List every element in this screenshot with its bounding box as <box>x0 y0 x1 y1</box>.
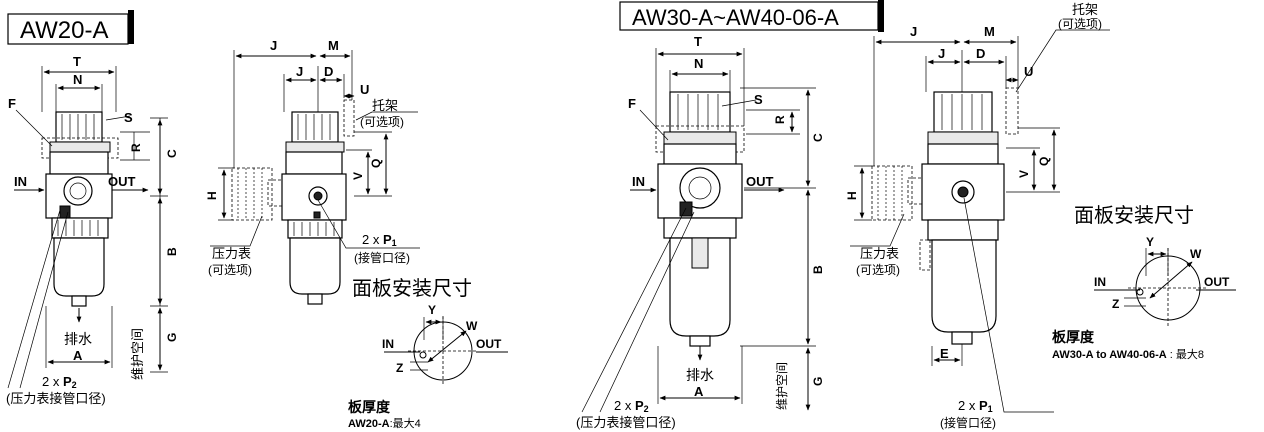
side-view-aw30: J M J D U H V Q E 托架 (可选项) 压力表 (可选项) 2 x… <box>845 2 1110 430</box>
dim-R: R <box>129 143 143 152</box>
maintenance-label: 维护空间 <box>130 328 145 380</box>
dim-N-r: N <box>694 56 703 71</box>
drain-label-r: 排水 <box>686 367 714 383</box>
dim-S-r: S <box>754 92 763 107</box>
out-label-r: OUT <box>746 174 774 189</box>
gauge-label-r: 压力表 <box>860 246 899 261</box>
bracket-label-r: 托架 <box>1072 2 1098 17</box>
dim-J-r: J <box>910 24 917 39</box>
dim-A: A <box>73 348 83 363</box>
panel-mount-aw30: 面板安装尺寸 Y W Z IN OUT <box>1074 204 1236 328</box>
plate-title-aw20: 板厚度 <box>348 399 391 415</box>
panel-Z: Z <box>396 361 403 375</box>
bracket-optional: (可选项) <box>360 115 404 129</box>
dim-C-r: C <box>811 133 825 142</box>
dim-J2-side: J <box>296 64 303 79</box>
dim-T: T <box>73 54 81 69</box>
dim-F: F <box>8 96 16 111</box>
panel-Y: Y <box>428 303 436 317</box>
panel-mount-aw20: 面板安装尺寸 Y W Z IN OUT <box>352 277 508 386</box>
port-p1-desc-r: (接管口径) <box>940 415 996 430</box>
dim-Q-side: Q <box>369 159 383 168</box>
dim-V-side: V <box>351 172 365 180</box>
left-section: AW20-A <box>6 10 508 430</box>
dim-G: G <box>165 333 179 342</box>
panel-W: W <box>466 319 478 333</box>
dim-J2-r: J <box>938 46 945 61</box>
dim-B: B <box>165 247 179 256</box>
drain-label: 排水 <box>64 331 92 347</box>
model-label-aw30: AW30-A~AW40-06-A <box>619 0 884 32</box>
port-p2-desc-r: (压力表接管口径) <box>576 415 676 430</box>
dim-E-r: E <box>940 346 949 361</box>
dim-Q-r: Q <box>1037 157 1051 166</box>
dim-H-side: H <box>205 191 219 200</box>
panel-in-r: IN <box>1094 275 1106 289</box>
dim-J-side: J <box>270 38 277 53</box>
gauge-label: 压力表 <box>212 246 251 261</box>
dim-B-r: B <box>811 265 825 274</box>
dim-U-side: U <box>360 82 369 97</box>
plate-title-aw30: 板厚度 <box>1052 329 1095 345</box>
gauge-optional-r: (可选项) <box>856 263 900 277</box>
plate-thickness-aw30: 板厚度 AW30-A to AW40-06-A : 最大8 <box>1052 329 1204 361</box>
bracket-label: 托架 <box>372 98 398 113</box>
port-p2-label: 2 x P2 <box>42 374 77 390</box>
in-label: IN <box>14 174 27 189</box>
right-section: AW30-A~AW40-06-A <box>576 0 1236 430</box>
panel-Y-r: Y <box>1146 235 1154 249</box>
dim-S: S <box>124 110 133 125</box>
dim-D-r: D <box>976 46 985 61</box>
port-p1-label-r: 2 x P1 <box>958 398 993 414</box>
plate-thickness-aw20: 板厚度 AW20-A:最大4 <box>348 399 421 430</box>
out-label: OUT <box>108 174 136 189</box>
bracket-optional-r: (可选项) <box>1058 17 1102 31</box>
side-view-aw20: J M J D U H V Q 托架 (可选项) 压力表 (可选项) 2 x P… <box>205 38 420 305</box>
port-p1-desc: (接管口径) <box>354 250 410 265</box>
in-label-r: IN <box>632 174 645 189</box>
plate-spec-aw30: AW30-A to AW40-06-A : 最大8 <box>1052 347 1204 361</box>
plate-spec-aw20: AW20-A:最大4 <box>348 416 421 430</box>
gauge-optional: (可选项) <box>208 263 252 277</box>
dim-N: N <box>73 72 82 87</box>
dim-F-r: F <box>628 96 636 111</box>
panel-title-aw30: 面板安装尺寸 <box>1074 204 1194 227</box>
model-aw30-text: AW30-A~AW40-06-A <box>632 5 839 30</box>
dim-U-r: U <box>1024 64 1033 79</box>
panel-out: OUT <box>476 337 502 351</box>
dim-H-r: H <box>845 191 859 200</box>
dim-M-side: M <box>328 38 339 53</box>
model-label-aw20: AW20-A <box>7 10 134 45</box>
port-p1-label: 2 x P1 <box>362 232 397 248</box>
dim-R-r: R <box>773 115 787 124</box>
dim-M-r: M <box>984 24 995 39</box>
port-p2-label-r: 2 x P2 <box>614 398 649 414</box>
front-view-aw20: T N F S R C B G A IN OUT 排水 维护空间 2 x P2 … <box>6 54 179 406</box>
dim-A-r: A <box>694 384 704 399</box>
dim-D-side: D <box>324 64 333 79</box>
panel-Z-r: Z <box>1112 297 1119 311</box>
panel-out-r: OUT <box>1204 275 1230 289</box>
model-aw20-text: AW20-A <box>20 17 108 44</box>
dim-T-r: T <box>694 34 702 49</box>
front-view-aw30: T N F S R C B G A IN OUT 排水 维护空间 2 x P2 … <box>576 34 825 430</box>
maintenance-label-r: 维护空间 <box>775 362 789 410</box>
port-p2-desc: (压力表接管口径) <box>6 391 106 406</box>
panel-in: IN <box>382 337 394 351</box>
dim-G-r: G <box>811 377 825 386</box>
panel-W-r: W <box>1190 247 1202 261</box>
dim-V-r: V <box>1017 170 1031 178</box>
panel-title-aw20: 面板安装尺寸 <box>352 277 472 300</box>
dim-C: C <box>165 149 179 158</box>
